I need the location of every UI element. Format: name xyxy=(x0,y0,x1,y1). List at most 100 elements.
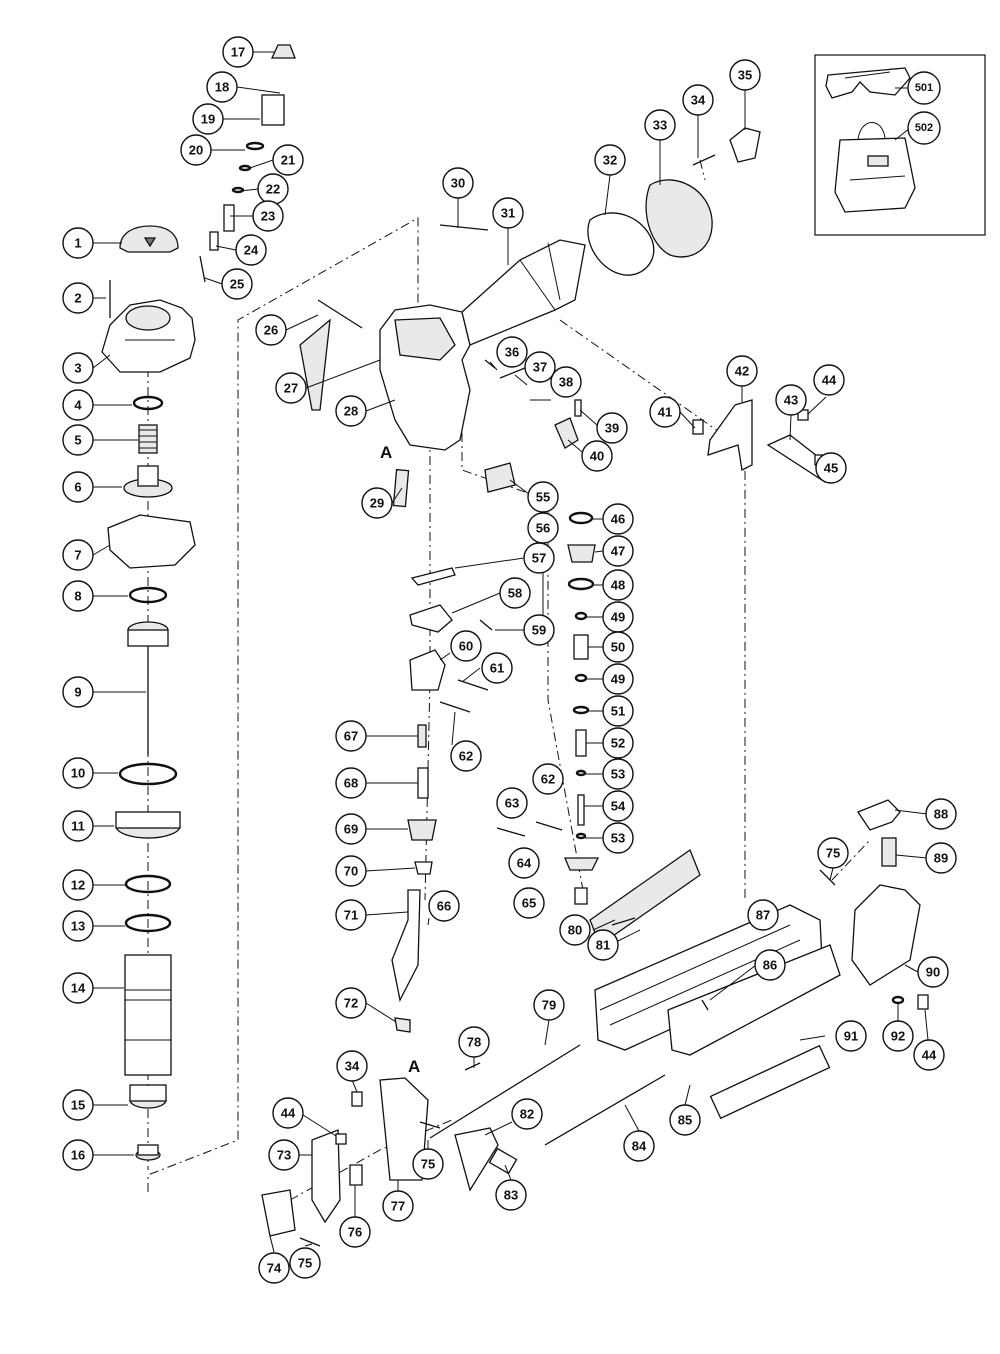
callout-circle xyxy=(596,412,628,444)
callout-circle xyxy=(252,200,284,232)
callout-circle xyxy=(192,103,224,135)
callout-circle xyxy=(62,810,94,842)
callout-circle xyxy=(602,758,634,790)
magazine-drawing xyxy=(544,848,841,1146)
callout-number: 68 xyxy=(344,776,358,791)
callout-87: 87 xyxy=(747,899,779,931)
callout-52: 52 xyxy=(602,727,634,759)
callout-81: 81 xyxy=(587,929,619,961)
callout-number: 79 xyxy=(542,998,556,1013)
callout-number: 34 xyxy=(345,1059,360,1074)
callout-15: 15 xyxy=(62,1089,94,1121)
callout-26: 26 xyxy=(255,314,287,346)
callout-circle xyxy=(602,535,634,567)
callout-number: 10 xyxy=(71,766,85,781)
callout-circle xyxy=(925,842,957,874)
callout-number: 31 xyxy=(501,206,515,221)
callout-39: 39 xyxy=(596,412,628,444)
callout-5: 5 xyxy=(62,424,94,456)
callout-54: 54 xyxy=(602,790,634,822)
callout-number: 49 xyxy=(611,672,625,687)
callout-8: 8 xyxy=(62,580,94,612)
callout-circle xyxy=(62,539,94,571)
callout-number: 84 xyxy=(632,1139,647,1154)
callout-number: 62 xyxy=(459,749,473,764)
callout-number: 24 xyxy=(244,243,259,258)
callout-circle xyxy=(62,580,94,612)
callout-14: 14 xyxy=(62,972,94,1004)
callout-70: 70 xyxy=(335,855,367,887)
callout-17: 17 xyxy=(222,36,254,68)
callout-circle xyxy=(62,676,94,708)
callout-79: 79 xyxy=(533,989,565,1021)
callout-number: 41 xyxy=(658,405,672,420)
callout-number: 28 xyxy=(344,404,358,419)
callout-circle xyxy=(272,144,304,176)
bracket-42-drawing xyxy=(707,399,753,471)
callout-number: 80 xyxy=(568,923,582,938)
callout-number: 54 xyxy=(611,799,626,814)
callout-circle xyxy=(442,167,474,199)
callout-28: 28 xyxy=(335,395,367,427)
callout-circle xyxy=(682,84,714,116)
safety-glasses-drawing xyxy=(825,67,911,99)
callout-circle xyxy=(458,1026,490,1058)
callout-circle xyxy=(62,910,94,942)
callout-circle xyxy=(335,987,367,1019)
callout-circle xyxy=(206,71,238,103)
callout-circle xyxy=(882,1020,914,1052)
callout-circle xyxy=(527,481,559,513)
callout-18: 18 xyxy=(206,71,238,103)
callout-number: 14 xyxy=(71,981,86,996)
callout-circle xyxy=(602,631,634,663)
callout-circle xyxy=(450,630,482,662)
callout-circle xyxy=(602,822,634,854)
assembly-line xyxy=(289,1119,453,1201)
callout-number: 62 xyxy=(541,772,555,787)
callout-number: 9 xyxy=(74,685,81,700)
callout-502: 502 xyxy=(907,111,941,145)
callout-circle xyxy=(62,1139,94,1171)
cylinder-plate-drawing xyxy=(115,811,181,839)
callout-number: 501 xyxy=(915,82,933,94)
callout-number: 46 xyxy=(611,512,625,527)
callout-number: 47 xyxy=(611,544,625,559)
callout-25: 25 xyxy=(221,268,253,300)
callout-number: 2 xyxy=(74,291,81,306)
callout-circle xyxy=(499,577,531,609)
assembly-line xyxy=(699,159,706,181)
callout-number: 81 xyxy=(596,938,610,953)
label-27-drawing xyxy=(299,318,331,411)
callout-circle xyxy=(649,396,681,428)
callout-circle xyxy=(508,847,540,879)
callout-number: 11 xyxy=(71,819,85,834)
callout-circle xyxy=(222,36,254,68)
nut-drawing xyxy=(135,1144,161,1161)
callout-number: 37 xyxy=(533,360,547,375)
callout-circle xyxy=(335,720,367,752)
callout-62: 62 xyxy=(532,763,564,795)
callout-number: 45 xyxy=(824,461,838,476)
callout-11: 11 xyxy=(62,810,94,842)
leader-lines xyxy=(92,51,930,1253)
callout-circle xyxy=(268,1139,300,1171)
assembly-line xyxy=(559,319,746,900)
callout-circle xyxy=(513,887,545,919)
callout-number: 60 xyxy=(459,639,473,654)
callout-circle xyxy=(726,355,758,387)
callout-number: 85 xyxy=(678,1113,692,1128)
callout-number: 88 xyxy=(934,807,948,822)
callout-65: 65 xyxy=(513,887,545,919)
callout-22: 22 xyxy=(257,173,289,205)
callout-46: 46 xyxy=(602,503,634,535)
callout-57: 57 xyxy=(523,542,555,574)
callout-number: 1 xyxy=(74,236,81,251)
callout-circle xyxy=(335,395,367,427)
callout-circle xyxy=(496,787,528,819)
callout-number: 15 xyxy=(71,1098,85,1113)
callout-circle xyxy=(754,949,786,981)
assembly-line xyxy=(147,217,419,1192)
callout-89: 89 xyxy=(925,842,957,874)
callout-number: 75 xyxy=(826,846,840,861)
callout-circle xyxy=(644,109,676,141)
